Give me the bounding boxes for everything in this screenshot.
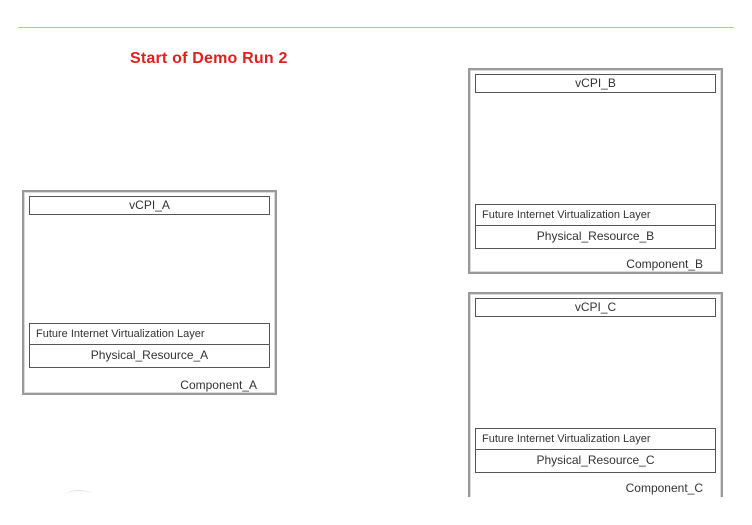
virtualization-layer-c: Future Internet Virtualization Layer — [475, 428, 716, 450]
component-c-box: vCPI_C Future Internet Virtualization La… — [468, 292, 723, 507]
physical-resource-b: Physical_Resource_B — [475, 226, 716, 249]
physical-resource-a: Physical_Resource_A — [29, 345, 270, 368]
vcpi-c-label: vCPI_C — [475, 298, 716, 317]
component-c-label: Component_C — [625, 481, 703, 495]
vcpi-a-label: vCPI_A — [29, 196, 270, 215]
component-a-label: Component_A — [180, 378, 257, 392]
faint-artifact — [66, 490, 92, 499]
virtualization-layer-a: Future Internet Virtualization Layer — [29, 323, 270, 345]
diagram-title: Start of Demo Run 2 — [130, 50, 288, 67]
component-b-label: Component_B — [626, 257, 703, 271]
component-b-box: vCPI_B Future Internet Virtualization La… — [468, 68, 723, 274]
component-a-box: vCPI_A Future Internet Virtualization La… — [22, 190, 277, 395]
physical-resource-c: Physical_Resource_C — [475, 450, 716, 473]
vcpi-b-label: vCPI_B — [475, 74, 716, 93]
virtualization-layer-b: Future Internet Virtualization Layer — [475, 204, 716, 226]
bottom-margin — [0, 497, 752, 525]
